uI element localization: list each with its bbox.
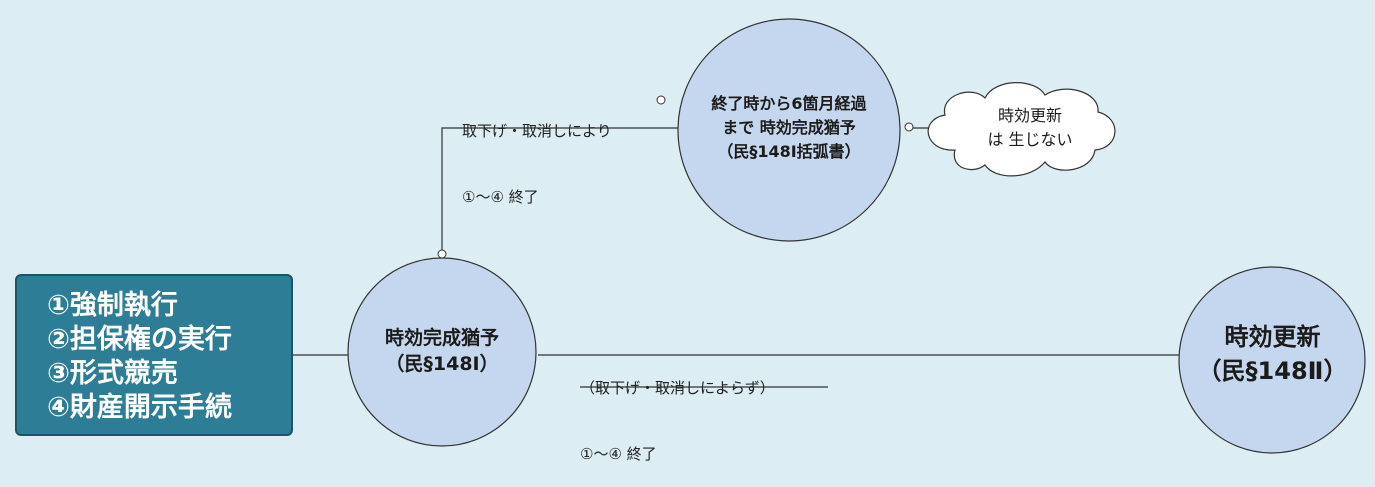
renewal-ref: （民§148Ⅱ）: [1197, 357, 1348, 385]
suspension-node-label: 時効完成猶予 （民§148Ⅰ）: [348, 325, 536, 377]
renewal-circle: [1178, 266, 1366, 454]
marker-suspension-top: [437, 249, 447, 259]
six-months-node-label: 終了時から6箇月経過 まで 時効完成猶予 （民§148Ⅰ括弧書）: [680, 92, 898, 164]
marker-upper-label: [656, 95, 666, 105]
six-months-line1: 終了時から6箇月経過: [711, 94, 867, 113]
lower-branch-label: （取下げ・取消しによらず） ①～④ 終了: [580, 333, 775, 487]
renewal-node-label: 時効更新 （民§148Ⅱ）: [1180, 320, 1365, 388]
acts-item: ①強制執行: [47, 290, 178, 321]
upper-branch-line2: ①～④ 終了: [462, 188, 539, 206]
renewal-title: 時効更新: [1224, 323, 1321, 351]
six-months-line2: まで 時効完成猶予: [722, 118, 856, 137]
upper-branch-label: 取下げ・取消しにより ①～④ 終了: [462, 76, 612, 230]
cloud-line2: は 生じない: [987, 130, 1073, 149]
suspension-ref: （民§148Ⅰ）: [385, 353, 499, 375]
upper-branch-line1: 取下げ・取消しにより: [462, 122, 612, 140]
acts-item: ④財産開示手続: [47, 392, 232, 423]
six-months-circle: [677, 18, 901, 242]
cloud-line1: 時効更新: [997, 106, 1062, 125]
marker-six-months-right: [904, 122, 914, 132]
no-renewal-cloud-shape: [927, 82, 1116, 177]
acts-item: ③形式競売: [47, 358, 178, 389]
lower-branch-line2: ①～④ 終了: [580, 445, 657, 463]
acts-item: ②担保権の実行: [47, 324, 232, 355]
six-months-line3: （民§148Ⅰ括弧書）: [717, 142, 861, 161]
suspension-title: 時効完成猶予: [384, 327, 499, 349]
connector-suspension-to-six-months: [441, 127, 678, 254]
lower-branch-line1: （取下げ・取消しによらず）: [580, 379, 775, 397]
no-renewal-cloud-label: 時効更新 は 生じない: [950, 104, 1110, 152]
enforcement-acts-box: ①強制執行 ②担保権の実行 ③形式競売 ④財産開示手続: [15, 274, 293, 436]
